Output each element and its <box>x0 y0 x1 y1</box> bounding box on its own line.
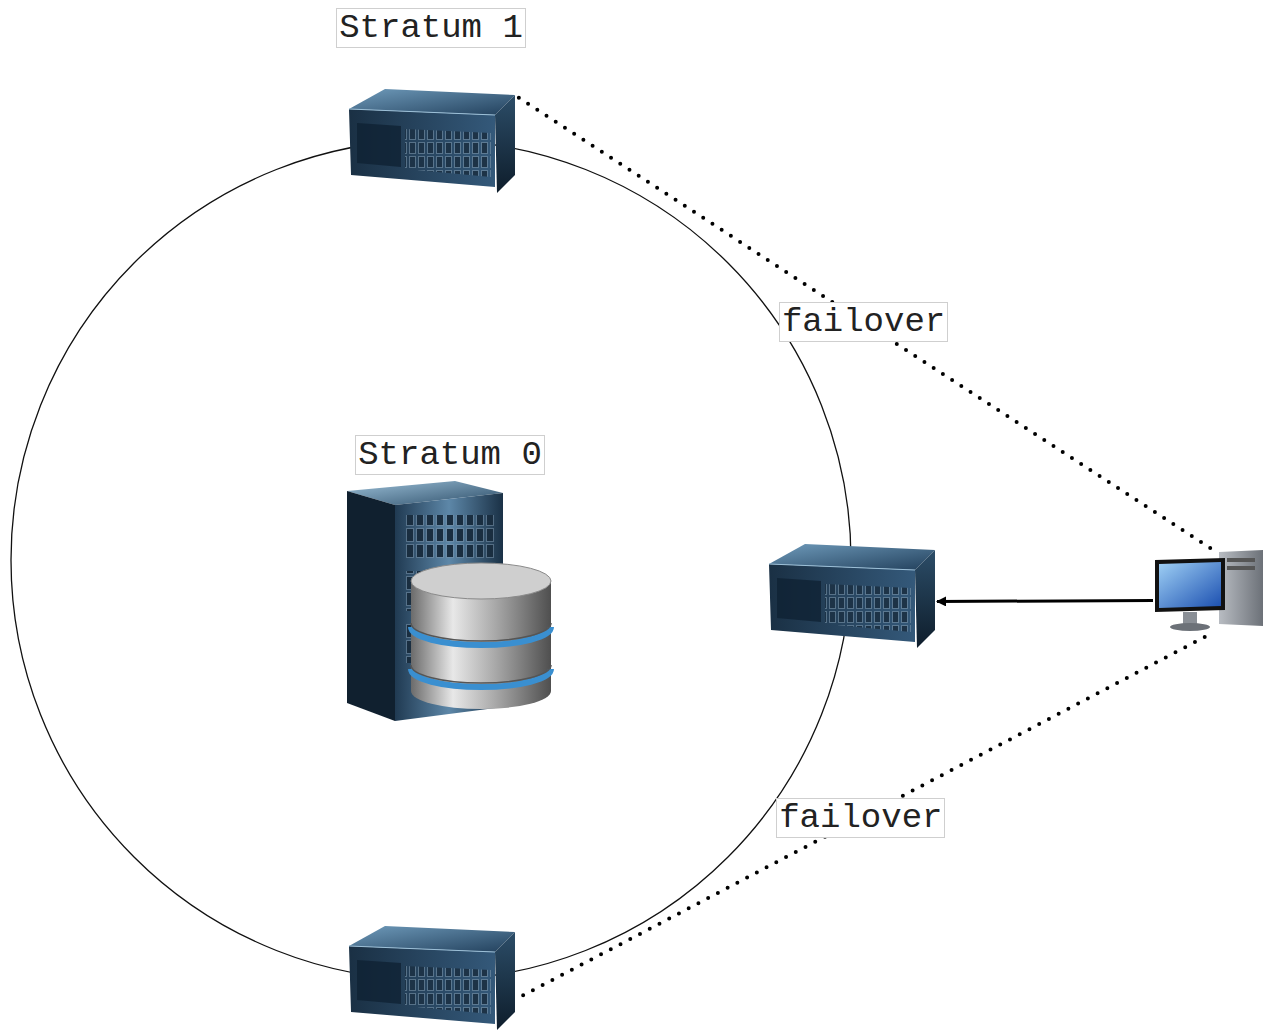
stratum1-server-icon <box>345 85 517 201</box>
server-icon <box>345 922 517 1034</box>
server <box>765 540 937 656</box>
failover-dotted-line <box>517 637 1205 999</box>
server-icon <box>765 540 937 656</box>
stratum0-database-server-drawing <box>345 479 555 724</box>
stratum0-database-server: Stratum 0 <box>345 435 555 728</box>
stratum1-server-drawing <box>345 85 517 197</box>
edge-label: failover <box>779 302 948 342</box>
client-computer <box>1153 548 1263 637</box>
stratum-label: Stratum 1 <box>336 8 526 48</box>
server-drawing <box>765 540 937 652</box>
failover-dotted-line <box>517 97 1210 548</box>
server <box>345 922 517 1034</box>
server-drawing <box>345 922 517 1034</box>
arrow-connector <box>937 599 1153 603</box>
edge-label: failover <box>776 798 945 838</box>
stratum0-database-server-icon <box>345 479 555 728</box>
client-computer-drawing <box>1153 548 1263 633</box>
ring-circle <box>11 140 851 980</box>
client-computer-icon <box>1153 548 1263 637</box>
stratum-label: Stratum 0 <box>355 435 545 475</box>
stratum1-server: Stratum 1 <box>336 8 526 201</box>
